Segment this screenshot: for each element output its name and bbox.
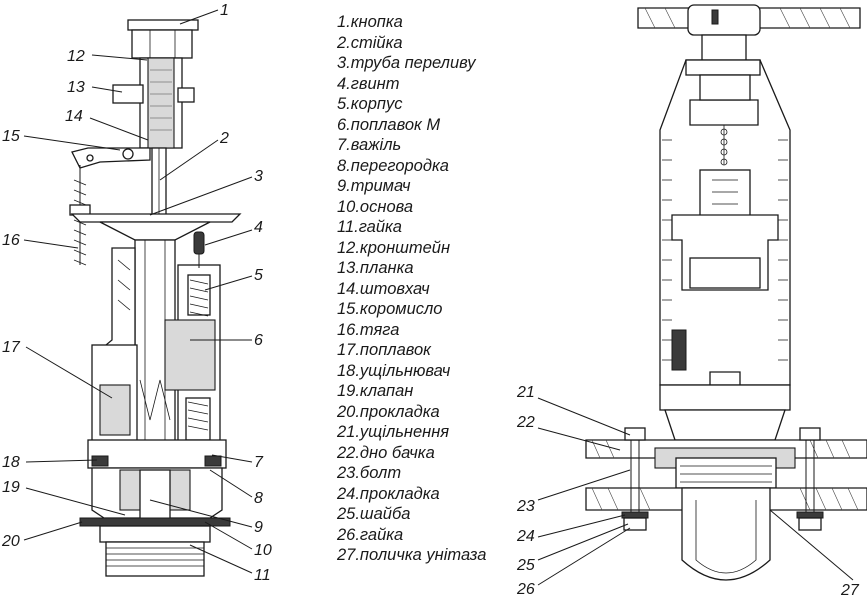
legend-item-17: 17.поплавок bbox=[337, 341, 431, 359]
legend-item-3: 3.труба переливу bbox=[337, 54, 476, 72]
callout-9: 9 bbox=[254, 519, 263, 536]
outlet bbox=[681, 487, 771, 581]
legend-item-21: 21.ущільнення bbox=[337, 423, 450, 441]
callout-23: 23 bbox=[516, 498, 535, 515]
legend-item-2: 2.стійка bbox=[337, 33, 403, 52]
legend-item-6: 6.поплавок М bbox=[337, 115, 441, 134]
callout-7: 7 bbox=[254, 454, 264, 471]
callout-27: 27 bbox=[840, 582, 860, 599]
left-leader-lines bbox=[23, 9, 253, 574]
callout-18: 18 bbox=[2, 454, 20, 471]
callout-21: 21 bbox=[516, 384, 535, 401]
right-callouts: 21 22 23 24 25 26 27 bbox=[516, 384, 860, 599]
legend-item-23: 23.болт bbox=[337, 464, 402, 482]
legend-item-5: 5.корпус bbox=[337, 95, 403, 113]
left-callouts: 1 12 13 14 15 2 3 16 4 5 6 17 18 7 19 8 … bbox=[1, 2, 272, 584]
legend-item-19: 19.клапан bbox=[337, 382, 414, 400]
callout-1: 1 bbox=[220, 2, 229, 19]
callout-17: 17 bbox=[2, 339, 21, 356]
legend-item-18: 18.ущільнювач bbox=[337, 361, 451, 380]
callout-5: 5 bbox=[254, 267, 263, 284]
bolt-right-head bbox=[799, 427, 821, 441]
legend-item-11: 11.гайка bbox=[337, 218, 402, 236]
callout-19: 19 bbox=[2, 479, 20, 496]
gasket bbox=[79, 517, 231, 527]
callout-15: 15 bbox=[2, 128, 20, 145]
callout-4: 4 bbox=[254, 219, 263, 236]
left-flush-mechanism bbox=[69, 19, 242, 577]
callout-6: 6 bbox=[254, 332, 263, 349]
plank bbox=[112, 84, 144, 104]
nut bbox=[99, 525, 211, 543]
legend-item-10: 10.основа bbox=[337, 197, 414, 216]
button-body bbox=[131, 29, 193, 59]
callout-8: 8 bbox=[254, 490, 263, 507]
callout-26: 26 bbox=[516, 581, 535, 598]
legend-item-24: 24.прокладка bbox=[337, 484, 440, 503]
screw bbox=[193, 231, 205, 255]
rocker bbox=[71, 147, 151, 169]
callout-24: 24 bbox=[516, 528, 535, 545]
callout-10: 10 bbox=[254, 542, 272, 559]
legend-item-9: 9.тримач bbox=[337, 177, 411, 195]
legend-item-16: 16.тяга bbox=[337, 320, 400, 339]
right-leader-lines bbox=[537, 397, 854, 586]
legend-item-8: 8.перегородка bbox=[337, 156, 449, 175]
callout-16: 16 bbox=[2, 232, 20, 249]
right-flush-mechanism bbox=[585, 4, 867, 581]
callout-22: 22 bbox=[516, 414, 535, 431]
legend-item-1: 1.кнопка bbox=[337, 13, 403, 31]
legend-item-14: 14.штовхач bbox=[337, 279, 430, 298]
legend-item-27: 27.поличка унітаза bbox=[337, 546, 487, 564]
callout-13: 13 bbox=[67, 79, 85, 96]
legend-item-15: 15.коромисло bbox=[337, 300, 443, 318]
legend-item-26: 26.гайка bbox=[337, 525, 404, 544]
callout-11: 11 bbox=[254, 567, 271, 584]
bolt-left-head bbox=[624, 427, 646, 441]
right-button bbox=[687, 4, 761, 36]
legend-item-25: 25.шайба bbox=[337, 505, 411, 523]
overflow-plate bbox=[70, 213, 242, 223]
parts-legend: 1.кнопка 2.стійка 3.труба переливу 4.гви… bbox=[337, 12, 486, 566]
callout-14: 14 bbox=[65, 108, 83, 125]
legend-item-20: 20.прокладка bbox=[337, 402, 440, 421]
legend-item-12: 12.кронштейн bbox=[337, 238, 451, 257]
legend-item-22: 22.дно бачка bbox=[337, 443, 435, 462]
callout-25: 25 bbox=[516, 557, 535, 574]
legend-item-13: 13.планка bbox=[337, 259, 414, 277]
float-m bbox=[164, 319, 216, 391]
callout-12: 12 bbox=[67, 48, 85, 65]
callout-20: 20 bbox=[1, 533, 20, 550]
callout-2: 2 bbox=[219, 130, 229, 147]
callout-3: 3 bbox=[254, 168, 263, 185]
legend-item-7: 7.важіль bbox=[337, 136, 402, 154]
legend-item-4: 4.гвинт bbox=[337, 74, 400, 93]
